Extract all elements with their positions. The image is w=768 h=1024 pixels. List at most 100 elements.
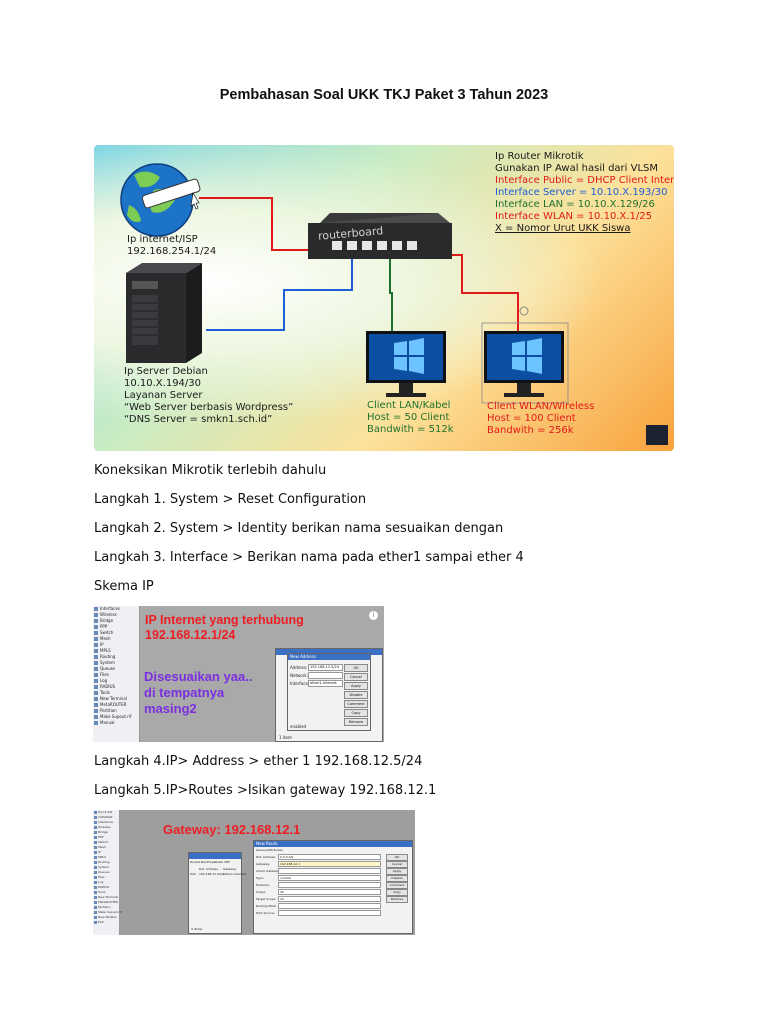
server-info-2: 10.10.X.194/30 [124, 378, 202, 389]
menu-item: Tools [93, 890, 119, 895]
router-info-1: Ip Router Mikrotik [495, 151, 584, 162]
gateway-input[interactable]: 192.168.12.1 [278, 861, 381, 867]
remove-button[interactable]: Remove [344, 718, 368, 726]
tab-nexthops[interactable]: Nexthops [201, 860, 216, 864]
overlay-adjust-3: masing2 [144, 701, 197, 716]
wlan-client-2: Host = 100 Client [487, 413, 576, 424]
cable-lan [389, 257, 393, 335]
menu-item: IP [93, 850, 119, 855]
row-dst: 192.168.12.0/24 [199, 872, 224, 876]
wlan-client-3: Bandwith = 256k [487, 425, 574, 436]
lan-monitor-icon [366, 331, 446, 397]
copy-button[interactable]: Copy [386, 889, 408, 896]
menu-item: Wireless [93, 612, 139, 618]
menu-item: RADIUS [93, 684, 139, 690]
menu-item: MetaROUTER [93, 900, 119, 905]
list-footer: 3 items [191, 927, 203, 931]
menu-item: Switch [93, 630, 139, 636]
cancel-button[interactable]: Cancel [386, 861, 408, 868]
lan-client-2: Host = 50 Client [367, 412, 450, 423]
wlan-monitor-icon [481, 306, 569, 404]
copy-button[interactable]: Copy [344, 709, 368, 717]
routing-mark-label: Routing Mark: [256, 904, 277, 908]
ok-button[interactable]: OK [344, 664, 368, 672]
menu-item: PPP [93, 835, 119, 840]
dialog-title: New Address [288, 654, 370, 660]
paragraph-step-2: Langkah 2. System > Identity berikan nam… [94, 521, 504, 536]
disable-button[interactable]: Disable [386, 875, 408, 882]
mikrotik-router-icon [308, 213, 452, 259]
menu-item: Routing [93, 860, 119, 865]
type-select[interactable]: unicast [278, 875, 381, 881]
paragraph-step-3: Langkah 3. Interface > Berikan nama pada… [94, 550, 524, 565]
menu-item: Log [93, 880, 119, 885]
menu-item: Files [93, 875, 119, 880]
internet-label: Ip internet/ISP [127, 234, 198, 245]
cable-server [206, 257, 353, 331]
tab-rules[interactable]: Rules [215, 860, 224, 864]
remove-button[interactable]: Remove [386, 896, 408, 903]
tab-general[interactable]: General [256, 848, 268, 852]
distance-input[interactable] [278, 882, 381, 888]
route-list-window: Routes Nexthops Rules VRF Dst. Address G… [188, 852, 246, 934]
apply-button[interactable]: Apply [344, 682, 368, 690]
router-info-6: Interface WLAN = 10.10.X.1/25 [495, 211, 652, 222]
network-diagram: routerboard Ip Router Mikrotik Gunakan I… [94, 145, 674, 451]
network-input[interactable] [308, 672, 343, 679]
apply-button[interactable]: Apply [386, 868, 408, 875]
tab-vrf[interactable]: VRF [224, 860, 230, 864]
distance-label: Distance: [256, 883, 271, 887]
address-input[interactable]: 192.168.12.5/24 [308, 664, 343, 671]
dialog-title: New Route [254, 841, 412, 847]
menu-item: Files [93, 672, 139, 678]
address-list-titlebar [276, 649, 382, 655]
menu-item: Queues [93, 666, 139, 672]
status-text: enabled [290, 724, 307, 729]
winbox-menu: Quick Set CAPsMAN Interfaces Wireless Br… [93, 810, 122, 935]
menu-item: Mesh [93, 845, 119, 850]
overlay-adjust-1: Disesuaikan yaa.. [144, 669, 253, 684]
comment-button[interactable]: Comment [344, 700, 368, 708]
server-tower-icon [126, 263, 202, 363]
corner-logo [646, 425, 668, 445]
menu-item: Make Supout.rif [93, 714, 139, 720]
overlay-internet-1: IP Internet yang terhubung [145, 613, 304, 627]
menu-item: Log [93, 678, 139, 684]
menu-item: Mesh [93, 636, 139, 642]
router-info-7: X = Nomor Urut UKK Siswa [495, 223, 631, 234]
target-scope-input[interactable]: 10 [278, 896, 381, 902]
menu-item: New Terminal [93, 895, 119, 900]
menu-item: PPP [93, 624, 139, 630]
menu-item: Make Supout.rif [93, 910, 122, 915]
gateway-label: Gateway: [256, 862, 271, 866]
paragraph-step-5: Langkah 5.IP>Routes >Isikan gateway 192.… [94, 783, 437, 798]
routing-mark-select[interactable] [278, 903, 381, 909]
lan-client-1: Client LAN/Kabel [367, 400, 451, 411]
scope-input[interactable]: 30 [278, 889, 381, 895]
menu-item: MetaROUTER [93, 702, 139, 708]
server-info-4: “Web Server berbasis Wordpress” [124, 402, 294, 413]
scope-label: Scope: [256, 890, 267, 894]
row-gateway: ether1-Internet [223, 872, 246, 876]
comment-button[interactable]: Comment [386, 882, 408, 889]
network-label: Network: [290, 673, 309, 678]
dst-address-input[interactable]: 0.0.0.0/0 [278, 854, 381, 860]
check-gateway-select[interactable] [278, 868, 381, 874]
menu-item: Manual [93, 720, 139, 726]
tab-attributes[interactable]: Attributes [268, 848, 283, 852]
ok-button[interactable]: OK [386, 854, 408, 861]
cancel-button[interactable]: Cancel [344, 673, 368, 681]
menu-item: Exit [93, 920, 119, 925]
menu-item: RADIUS [93, 885, 119, 890]
menu-item: Queues [93, 870, 119, 875]
paragraph-ip-scheme: Skema IP [94, 579, 154, 594]
menu-item: MPLS [93, 855, 119, 860]
col-gateway: Gateway [223, 867, 237, 871]
tab-routes[interactable]: Routes [190, 860, 201, 864]
menu-item: Tools [93, 690, 139, 696]
new-route-dialog: New Route General Attributes Dst. Addres… [253, 840, 413, 934]
disable-button[interactable]: Disable [344, 691, 368, 699]
interface-select[interactable]: ether1-Internet [308, 680, 343, 687]
menu-item: System [93, 660, 139, 666]
pref-source-select[interactable] [278, 910, 381, 916]
